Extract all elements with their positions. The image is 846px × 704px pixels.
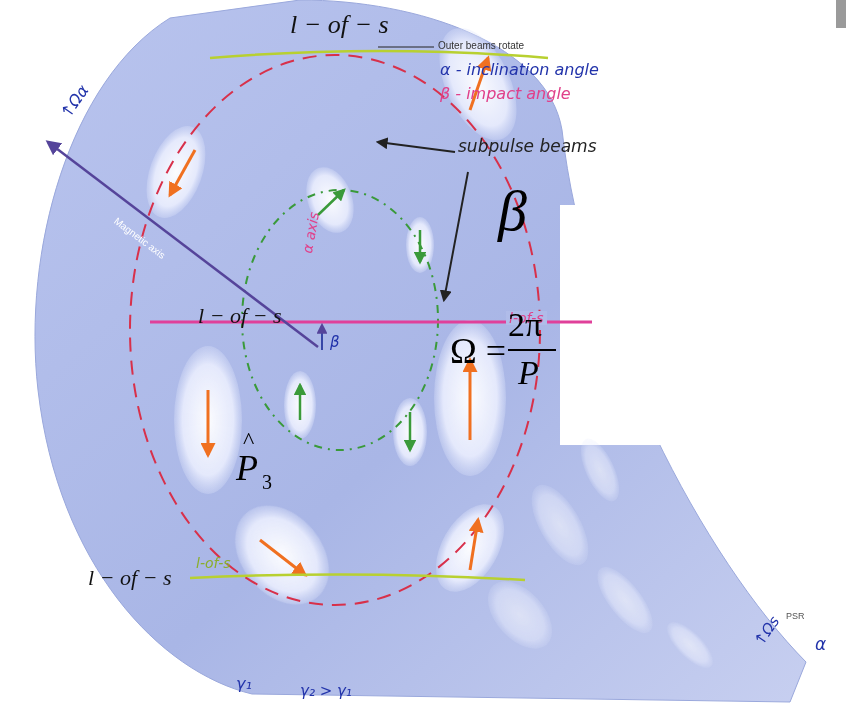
angle-symbol: β	[498, 182, 527, 240]
line-of-sight-top	[210, 51, 548, 58]
annotation: PSR	[786, 612, 805, 621]
drawing-part	[409, 412, 412, 450]
drawing-part	[419, 230, 422, 262]
line-of-sight-label: l − of − s	[88, 567, 171, 589]
drawing-part	[393, 398, 427, 466]
formula-part: P	[518, 356, 539, 390]
drawing-part	[660, 615, 719, 674]
drawing-part	[260, 540, 305, 575]
handwritten-note: subpulse beams	[458, 138, 597, 155]
drawing-part	[207, 390, 210, 455]
drawing-part	[573, 433, 627, 506]
handwritten-symbol: α	[815, 636, 826, 653]
drawing-part	[588, 559, 662, 642]
handwritten-symbol: γ₁	[236, 676, 252, 692]
drawing-part	[216, 487, 348, 623]
subpulse-leader-2	[444, 172, 468, 300]
drawing-part	[424, 16, 533, 152]
fraction-bar	[508, 349, 556, 351]
drawing-part	[520, 476, 600, 574]
subpulse-leader-1	[378, 142, 455, 152]
formula-part: Ω =	[450, 333, 506, 369]
handwritten-symbol: ↑Ωs	[752, 614, 783, 649]
handwritten-note: α axis	[300, 211, 321, 255]
outer-beams-leader	[378, 47, 434, 48]
white-panel	[560, 205, 846, 445]
inner-beams	[284, 161, 434, 466]
formula-part: 2π	[508, 308, 542, 342]
drawing-part	[318, 190, 344, 215]
drawing-part	[284, 371, 316, 439]
annotation: Outer beams rotate	[438, 41, 524, 51]
formula-part: P	[236, 450, 258, 486]
impact-angle-arrow	[321, 325, 323, 350]
formula-part: 3	[262, 472, 272, 492]
drawing-part	[475, 569, 564, 661]
handwritten-symbol: ↑Ωα	[58, 82, 92, 121]
line-of-sight-bottom	[190, 574, 525, 580]
axis-label: Magnetic axis	[112, 216, 167, 261]
rotation-arrows	[170, 58, 488, 575]
handwritten-symbol: γ₂ > γ₁	[300, 684, 352, 699]
handwritten-symbol: β	[330, 335, 340, 350]
magnetic-axis-arrow	[48, 142, 318, 347]
drawing-part	[299, 385, 302, 420]
formula-part: ^	[243, 428, 254, 452]
handwritten-note: l-of-s	[196, 556, 231, 570]
drawing-part	[174, 346, 242, 494]
drawing-part	[422, 492, 518, 603]
handwritten-note: α - inclination angle	[440, 62, 599, 78]
drawing-part	[470, 520, 478, 570]
drawing-part	[170, 150, 195, 195]
drawing-part	[469, 360, 472, 440]
corner-mark	[836, 0, 846, 28]
line-of-sight-label: l − of − s	[290, 12, 389, 38]
drawing-part	[434, 320, 506, 476]
inner-rotation-arrows	[300, 190, 420, 450]
handwritten-note: β - impact angle	[440, 86, 571, 102]
drawing-part	[135, 118, 217, 226]
drawing-part	[406, 217, 434, 273]
line-of-sight-label: l − of − s	[198, 305, 281, 327]
